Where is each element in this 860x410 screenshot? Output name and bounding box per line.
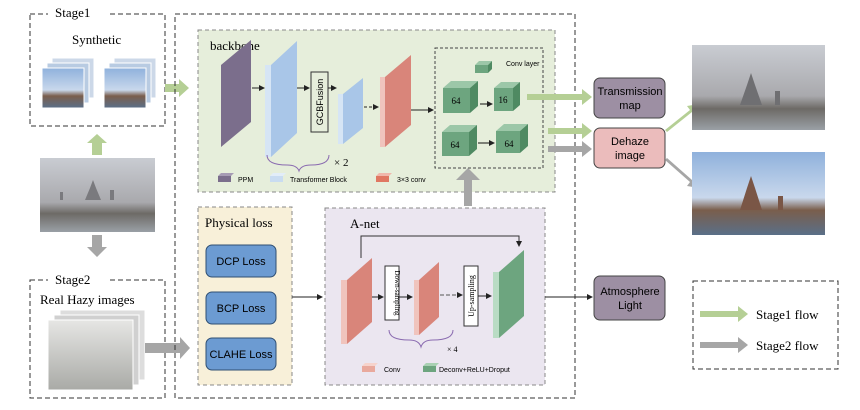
anet-deconv — [493, 272, 499, 338]
stage2-subtitle: Real Hazy images — [40, 292, 135, 307]
anet-title: A-net — [350, 216, 380, 231]
repeat-brace — [266, 154, 330, 173]
feature-block-64-b: 64 — [442, 125, 477, 156]
svg-text:Transmission: Transmission — [598, 86, 663, 98]
svg-text:DCP Loss: DCP Loss — [216, 256, 266, 268]
transformer-block-1 — [265, 65, 271, 157]
anet-conv-2 — [414, 280, 419, 335]
feature-block-16: 16 — [494, 82, 520, 111]
stage1-flow-label: Stage1 flow — [756, 307, 819, 322]
svg-text:3×3 conv: 3×3 conv — [397, 177, 426, 184]
down-arrow — [87, 235, 107, 257]
bcp-loss-box: BCP Loss — [205, 291, 277, 325]
to-output1-arrow — [665, 104, 699, 132]
to-output2-arrow — [665, 158, 699, 188]
svg-text:64: 64 — [505, 139, 515, 149]
transformer-block-2 — [338, 94, 343, 144]
svg-text:map: map — [619, 100, 640, 112]
stage2-flow-arrow — [145, 337, 190, 359]
svg-text:Dehaze: Dehaze — [611, 136, 649, 148]
svg-text:Deconv+ReLU+Droput: Deconv+ReLU+Droput — [439, 367, 510, 374]
backbone-title: backbone — [210, 38, 260, 53]
to-transmission-arrow — [527, 89, 592, 105]
to-dehaze-arrow-stage1 — [548, 123, 592, 139]
dehazed-output-stage2 — [692, 152, 825, 235]
dehaze-image-box: Dehaze image — [593, 127, 666, 169]
svg-text:BCP Loss: BCP Loss — [217, 303, 266, 315]
feature-block-64-a: 64 — [443, 81, 478, 113]
svg-text:Light: Light — [618, 300, 642, 312]
up-arrow — [87, 134, 107, 155]
svg-text:PPM: PPM — [238, 177, 253, 184]
legend-deconv: Deconv+ReLU+Droput — [423, 363, 510, 374]
skip-connection — [360, 235, 522, 258]
svg-text:Down-sampling: Down-sampling — [393, 270, 401, 316]
dehazed-output-stage1 — [692, 45, 825, 130]
svg-text:Atmosphere: Atmosphere — [600, 286, 659, 298]
anet-repeat-brace — [388, 329, 454, 349]
legend-conv3x3: 3×3 conv — [376, 173, 426, 184]
conv3x3-layer — [380, 77, 385, 147]
clahe-loss-box: CLAHE Loss — [205, 337, 277, 371]
stage2-flow-legend-icon — [700, 337, 748, 353]
ppm-layer — [221, 40, 251, 147]
synthetic-image-stack-1 — [41, 57, 95, 109]
gcbfusion-label: GCBFusion — [315, 79, 325, 126]
atmosphere-light-box: Atmosphere Light — [593, 275, 666, 321]
legend-ppm: PPM — [218, 173, 253, 184]
stage1-flow-arrow — [165, 79, 189, 97]
network-box — [174, 13, 576, 399]
feature-block-64-c: 64 — [496, 124, 528, 153]
anet-conv-1 — [341, 280, 347, 344]
svg-text:Conv: Conv — [384, 367, 401, 374]
real-hazy-image-stack — [47, 309, 146, 391]
physical-loss-title: Physical loss — [205, 215, 273, 230]
flow-legend-box — [692, 280, 839, 370]
legend-conv: Conv — [362, 363, 401, 374]
svg-text:image: image — [615, 150, 645, 162]
transmission-map-box: Transmission map — [593, 77, 666, 119]
legend-transformer: Transformer Block — [270, 173, 347, 184]
svg-text:16: 16 — [499, 95, 509, 105]
svg-text:64: 64 — [451, 140, 461, 150]
to-dehaze-arrow-stage2 — [548, 141, 592, 157]
repeat-x2: × 2 — [334, 157, 348, 169]
conv-layer-box — [434, 47, 544, 169]
svg-text:Up-sampling: Up-sampling — [467, 275, 476, 317]
stage2-title: Stage2 — [55, 272, 90, 287]
svg-text:Transformer Block: Transformer Block — [290, 177, 347, 184]
gcbfusion-block — [310, 71, 329, 133]
svg-text:64: 64 — [452, 96, 462, 106]
stage1-title: Stage1 — [55, 5, 90, 20]
svg-text:CLAHE Loss: CLAHE Loss — [210, 349, 273, 361]
conv-layer-label: Conv layer — [506, 61, 540, 68]
stage1-subtitle: Synthetic — [72, 32, 121, 47]
synthetic-image-stack-2 — [103, 57, 157, 109]
dcp-loss-box: DCP Loss — [205, 244, 277, 278]
stage2-flow-label: Stage2 flow — [756, 338, 819, 353]
anet-to-backbone-arrow — [456, 168, 480, 206]
repeat-x4: × 4 — [447, 345, 458, 354]
down-sampling-block — [384, 265, 400, 321]
stage1-flow-legend-icon — [700, 306, 748, 322]
